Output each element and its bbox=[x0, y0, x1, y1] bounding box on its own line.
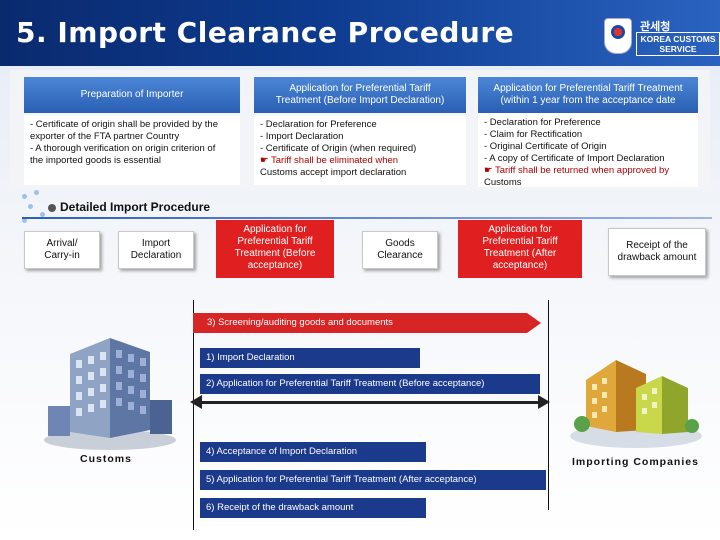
step-import-declaration: Import Declaration bbox=[118, 231, 194, 269]
step-application-before: Application for Preferential Tariff Trea… bbox=[216, 220, 334, 278]
col-before-note: ☛ Tariff shall be eliminated when bbox=[260, 155, 399, 166]
col-before-line: - Import Declaration bbox=[260, 131, 344, 142]
step-goods-clearance: Goods Clearance bbox=[362, 231, 438, 269]
flow-after-acceptance: 5) Application for Preferential Tariff T… bbox=[200, 470, 546, 490]
detail-section-title: Detailed Import Procedure bbox=[60, 200, 211, 214]
customs-building-icon bbox=[44, 338, 176, 450]
col-after-body: - Declaration for Preference - Claim for… bbox=[478, 113, 698, 188]
col-preparation-line: exporter of the FTA partner Country bbox=[30, 131, 180, 142]
step-application-before-label: Application for Preferential Tariff Trea… bbox=[234, 224, 316, 271]
col-before-body: - Declaration for Preference - Import De… bbox=[254, 115, 466, 185]
logo-korean-text: 관세청 bbox=[640, 21, 671, 33]
korea-customs-logo: 관세청 KOREA CUSTOMS SERVICE bbox=[604, 18, 720, 58]
exchange-arrow-icon bbox=[190, 395, 550, 409]
col-preparation-heading: Preparation of Importer bbox=[24, 77, 240, 113]
bullet-icon bbox=[48, 204, 56, 212]
step-goods-clearance-label: Goods Clearance bbox=[377, 238, 423, 261]
importing-company-icon bbox=[570, 360, 702, 448]
step-receipt-label: Receipt of the drawback amount bbox=[617, 240, 697, 263]
flow-receipt: 6) Receipt of the drawback amount bbox=[200, 498, 426, 518]
col-preparation-line: the imported goods is essential bbox=[30, 155, 161, 166]
step-import-declaration-label: Import Declaration bbox=[130, 238, 182, 261]
logo-english-text: KOREA CUSTOMS SERVICE bbox=[636, 32, 720, 56]
col-after-heading-line: (within 1 year from the acceptance date bbox=[500, 95, 676, 106]
guide-line-left bbox=[193, 300, 194, 530]
flow-before-acceptance: 2) Application for Preferential Tariff T… bbox=[200, 374, 540, 394]
col-after-note: ☛ Tariff shall be returned when approved… bbox=[484, 165, 670, 176]
col-after-line: - A copy of Certificate of Import Declar… bbox=[484, 153, 665, 164]
flow-acceptance: 4) Acceptance of Import Declaration bbox=[200, 442, 426, 462]
page-title: 5. Import Clearance Procedure bbox=[16, 16, 515, 49]
header-banner: 5. Import Clearance Procedure 관세청 KOREA … bbox=[0, 0, 720, 66]
col-before-line: - Declaration for Preference bbox=[260, 119, 377, 130]
flow-import-declaration: 1) Import Declaration bbox=[200, 348, 420, 368]
section-divider bbox=[22, 217, 712, 219]
flow-screening: 3) Screening/auditing goods and document… bbox=[193, 313, 541, 333]
step-receipt: Receipt of the drawback amount bbox=[608, 228, 706, 276]
customs-emblem-icon bbox=[604, 18, 632, 54]
col-before-note-continued: Customs accept import declaration bbox=[260, 167, 407, 178]
col-after-line: - Declaration for Preference bbox=[484, 117, 601, 128]
importing-companies-label: Importing Companies bbox=[572, 456, 699, 468]
col-after-heading: Application for Preferential Tariff Trea… bbox=[478, 77, 698, 113]
step-arrival: Arrival/ Carry-in bbox=[24, 231, 100, 269]
col-preparation-line: - A thorough verification on origin crit… bbox=[30, 143, 216, 154]
col-before-line: - Certificate of Origin (when required) bbox=[260, 143, 417, 154]
col-before-heading-line: Treatment (Before Import Declaration) bbox=[275, 95, 445, 106]
col-preparation-line: - Certificate of origin shall be provide… bbox=[30, 119, 218, 130]
step-application-after: Application for Preferential Tariff Trea… bbox=[458, 220, 582, 278]
col-after-note-continued: Customs bbox=[484, 177, 522, 188]
step-arrival-label: Arrival/ Carry-in bbox=[44, 238, 80, 261]
col-before-heading: Application for Preferential Tariff Trea… bbox=[254, 77, 466, 113]
col-after-heading-line: Application for Preferential Tariff Trea… bbox=[493, 83, 683, 94]
col-preparation-body: - Certificate of origin shall be provide… bbox=[24, 115, 240, 185]
col-preparation-heading-text: Preparation of Importer bbox=[80, 89, 184, 100]
col-after-line: - Original Certificate of Origin bbox=[484, 141, 607, 152]
col-before-heading-line: Application for Preferential Tariff bbox=[289, 83, 431, 94]
step-application-after-label: Application for Preferential Tariff Trea… bbox=[482, 224, 558, 271]
col-after-line: - Claim for Rectification bbox=[484, 129, 583, 140]
decorative-dots bbox=[20, 190, 50, 230]
customs-label: Customs bbox=[80, 453, 132, 465]
